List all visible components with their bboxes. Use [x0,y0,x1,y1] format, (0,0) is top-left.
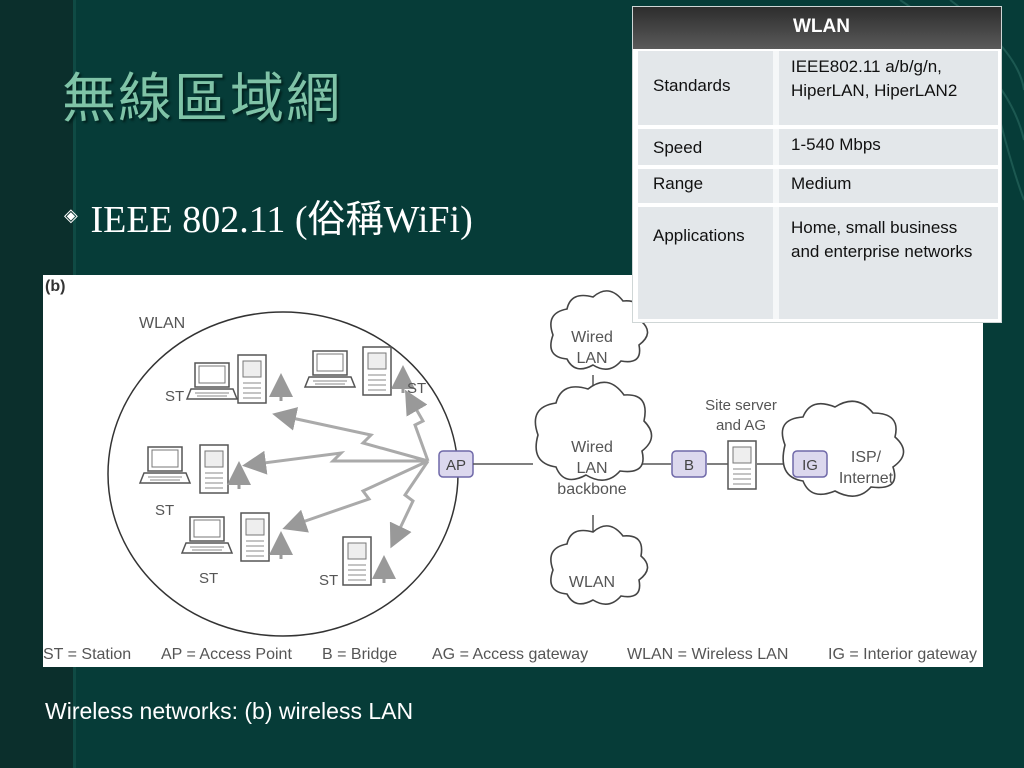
bullet-item: ◈ IEEE 802.11 (俗稱WiFi) [64,188,473,243]
cloud-wired-lan-line1: Wired [571,329,613,346]
legend-item: ST = Station [43,646,132,663]
figure-caption: Wireless networks: (b) wireless LAN [45,698,414,724]
slide-title: 無線區域網 [62,67,342,130]
legend-item: AG = Access gateway [432,646,589,663]
table-row: Speed 1-540 Mbps [638,129,998,165]
table-row: Applications Home, small business and en… [638,207,998,319]
legend-item: IG = Interior gateway [828,646,977,663]
station-label: ST [155,502,174,519]
bridge-label: B [684,457,694,474]
table-header: WLAN [633,7,1001,49]
cloud-backbone-line1: Wired [571,439,613,456]
row-value-line2: and enterprise networks [791,242,973,261]
wlan-diagram-drawing: WLAN ST ST ST ST ST AP Wired LAN Wired L… [107,290,905,637]
cloud-backbone-line3: backbone [557,481,626,498]
cloud-wired-lan-line2: LAN [576,350,607,367]
interior-gateway-node [792,450,828,478]
wlan-region-label: WLAN [139,315,185,332]
cloud-shapes [534,290,905,605]
row-value-line1: Home, small business [791,218,958,237]
diamond-bullet-icon: ◈ [64,205,78,225]
site-server-line1: Site server [705,397,777,414]
row-key: Standards [653,76,731,95]
table-header-label: WLAN [793,16,850,37]
row-key: Speed [653,138,703,157]
panel-label: (b) [45,278,66,295]
row-key: Applications [653,226,745,245]
station-label: ST [165,388,184,405]
wlan-spec-table: WLAN Standards IEEE802.11 a/b/g/n, Hiper… [633,7,1001,322]
station-label: ST [407,380,426,397]
site-server-line2: and AG [716,417,766,434]
cloud-backbone-line2: LAN [576,460,607,477]
wlan-diagram: WLAN ST ST ST ST ST AP Wired LAN Wired L… [43,275,983,667]
ig-label: IG [802,457,818,474]
bullet-text: IEEE 802.11 (俗稱WiFi) [90,199,473,241]
row-value-line1: 1-540 Mbps [791,135,881,154]
row-value-line1: IEEE802.11 a/b/g/n, [791,57,942,76]
ap-label: AP [446,457,466,474]
legend-item: WLAN = Wireless LAN [627,646,789,663]
row-value-line1: Medium [791,174,852,193]
table-row: Range Medium [638,169,998,203]
bridge-node [671,450,707,478]
legend-item: B = Bridge [322,646,398,663]
station-label: ST [319,572,338,589]
cloud-wlan-label: WLAN [569,574,615,591]
station-label: ST [199,570,218,587]
cloud-isp-line1: ISP/ [851,449,882,466]
row-value-line2: HiperLAN, HiperLAN2 [791,81,958,100]
cloud-isp-line2: Internet [839,470,894,487]
table-row: Standards IEEE802.11 a/b/g/n, HiperLAN, … [638,51,998,125]
legend-item: AP = Access Point [161,646,292,663]
row-key: Range [653,174,704,193]
diagram-legend: ST = Station AP = Access Point B = Bridg… [43,646,983,666]
